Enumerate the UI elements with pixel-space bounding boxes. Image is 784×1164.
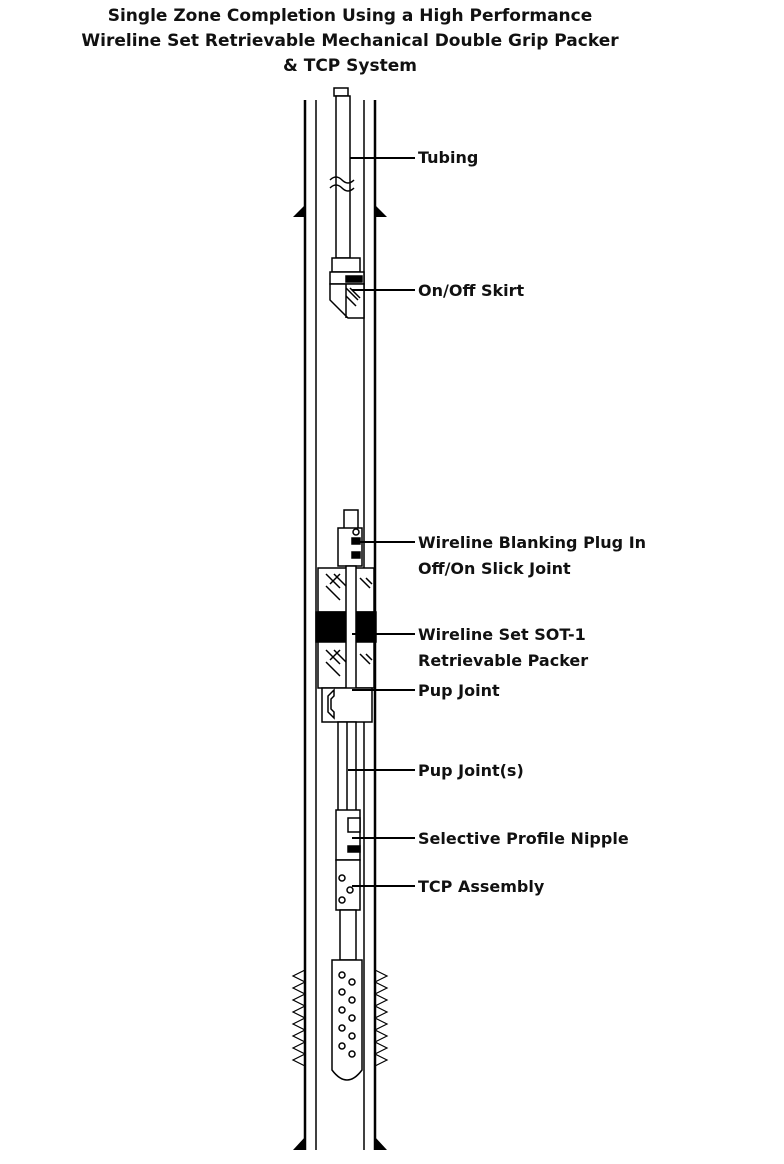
label-pup-joints: Pup Joint(s) (418, 761, 524, 780)
label-blanking-plug-1: Wireline Blanking Plug In (418, 533, 647, 552)
leader-lines (348, 157, 415, 887)
tubing (329, 87, 361, 273)
perforations (291, 969, 389, 1067)
label-profile-nipple: Selective Profile Nipple (418, 829, 629, 848)
casing-shoes (293, 205, 387, 1150)
selective-profile-nipple (335, 809, 361, 861)
perforating-gun (331, 959, 363, 1081)
label-tcp-assembly: TCP Assembly (418, 877, 545, 896)
tcp-assembly (335, 859, 361, 961)
label-pup-joint: Pup Joint (418, 681, 500, 700)
label-tubing: Tubing (418, 148, 479, 167)
slick-joint (337, 509, 363, 567)
diagram-title: Single Zone Completion Using a High Perf… (0, 4, 700, 79)
label-blanking-plug-2: Off/On Slick Joint (418, 559, 571, 578)
on-off-skirt (329, 271, 365, 319)
packer (315, 565, 377, 723)
title-line-1: Single Zone Completion Using a High Perf… (107, 6, 593, 26)
label-packer-2: Retrievable Packer (418, 651, 589, 670)
title-line-2: Wireline Set Retrievable Mechanical Doub… (81, 31, 619, 51)
label-on-off-skirt: On/Off Skirt (418, 281, 525, 300)
label-packer-1: Wireline Set SOT-1 (418, 625, 586, 644)
title-line-3: & TCP System (282, 56, 417, 76)
